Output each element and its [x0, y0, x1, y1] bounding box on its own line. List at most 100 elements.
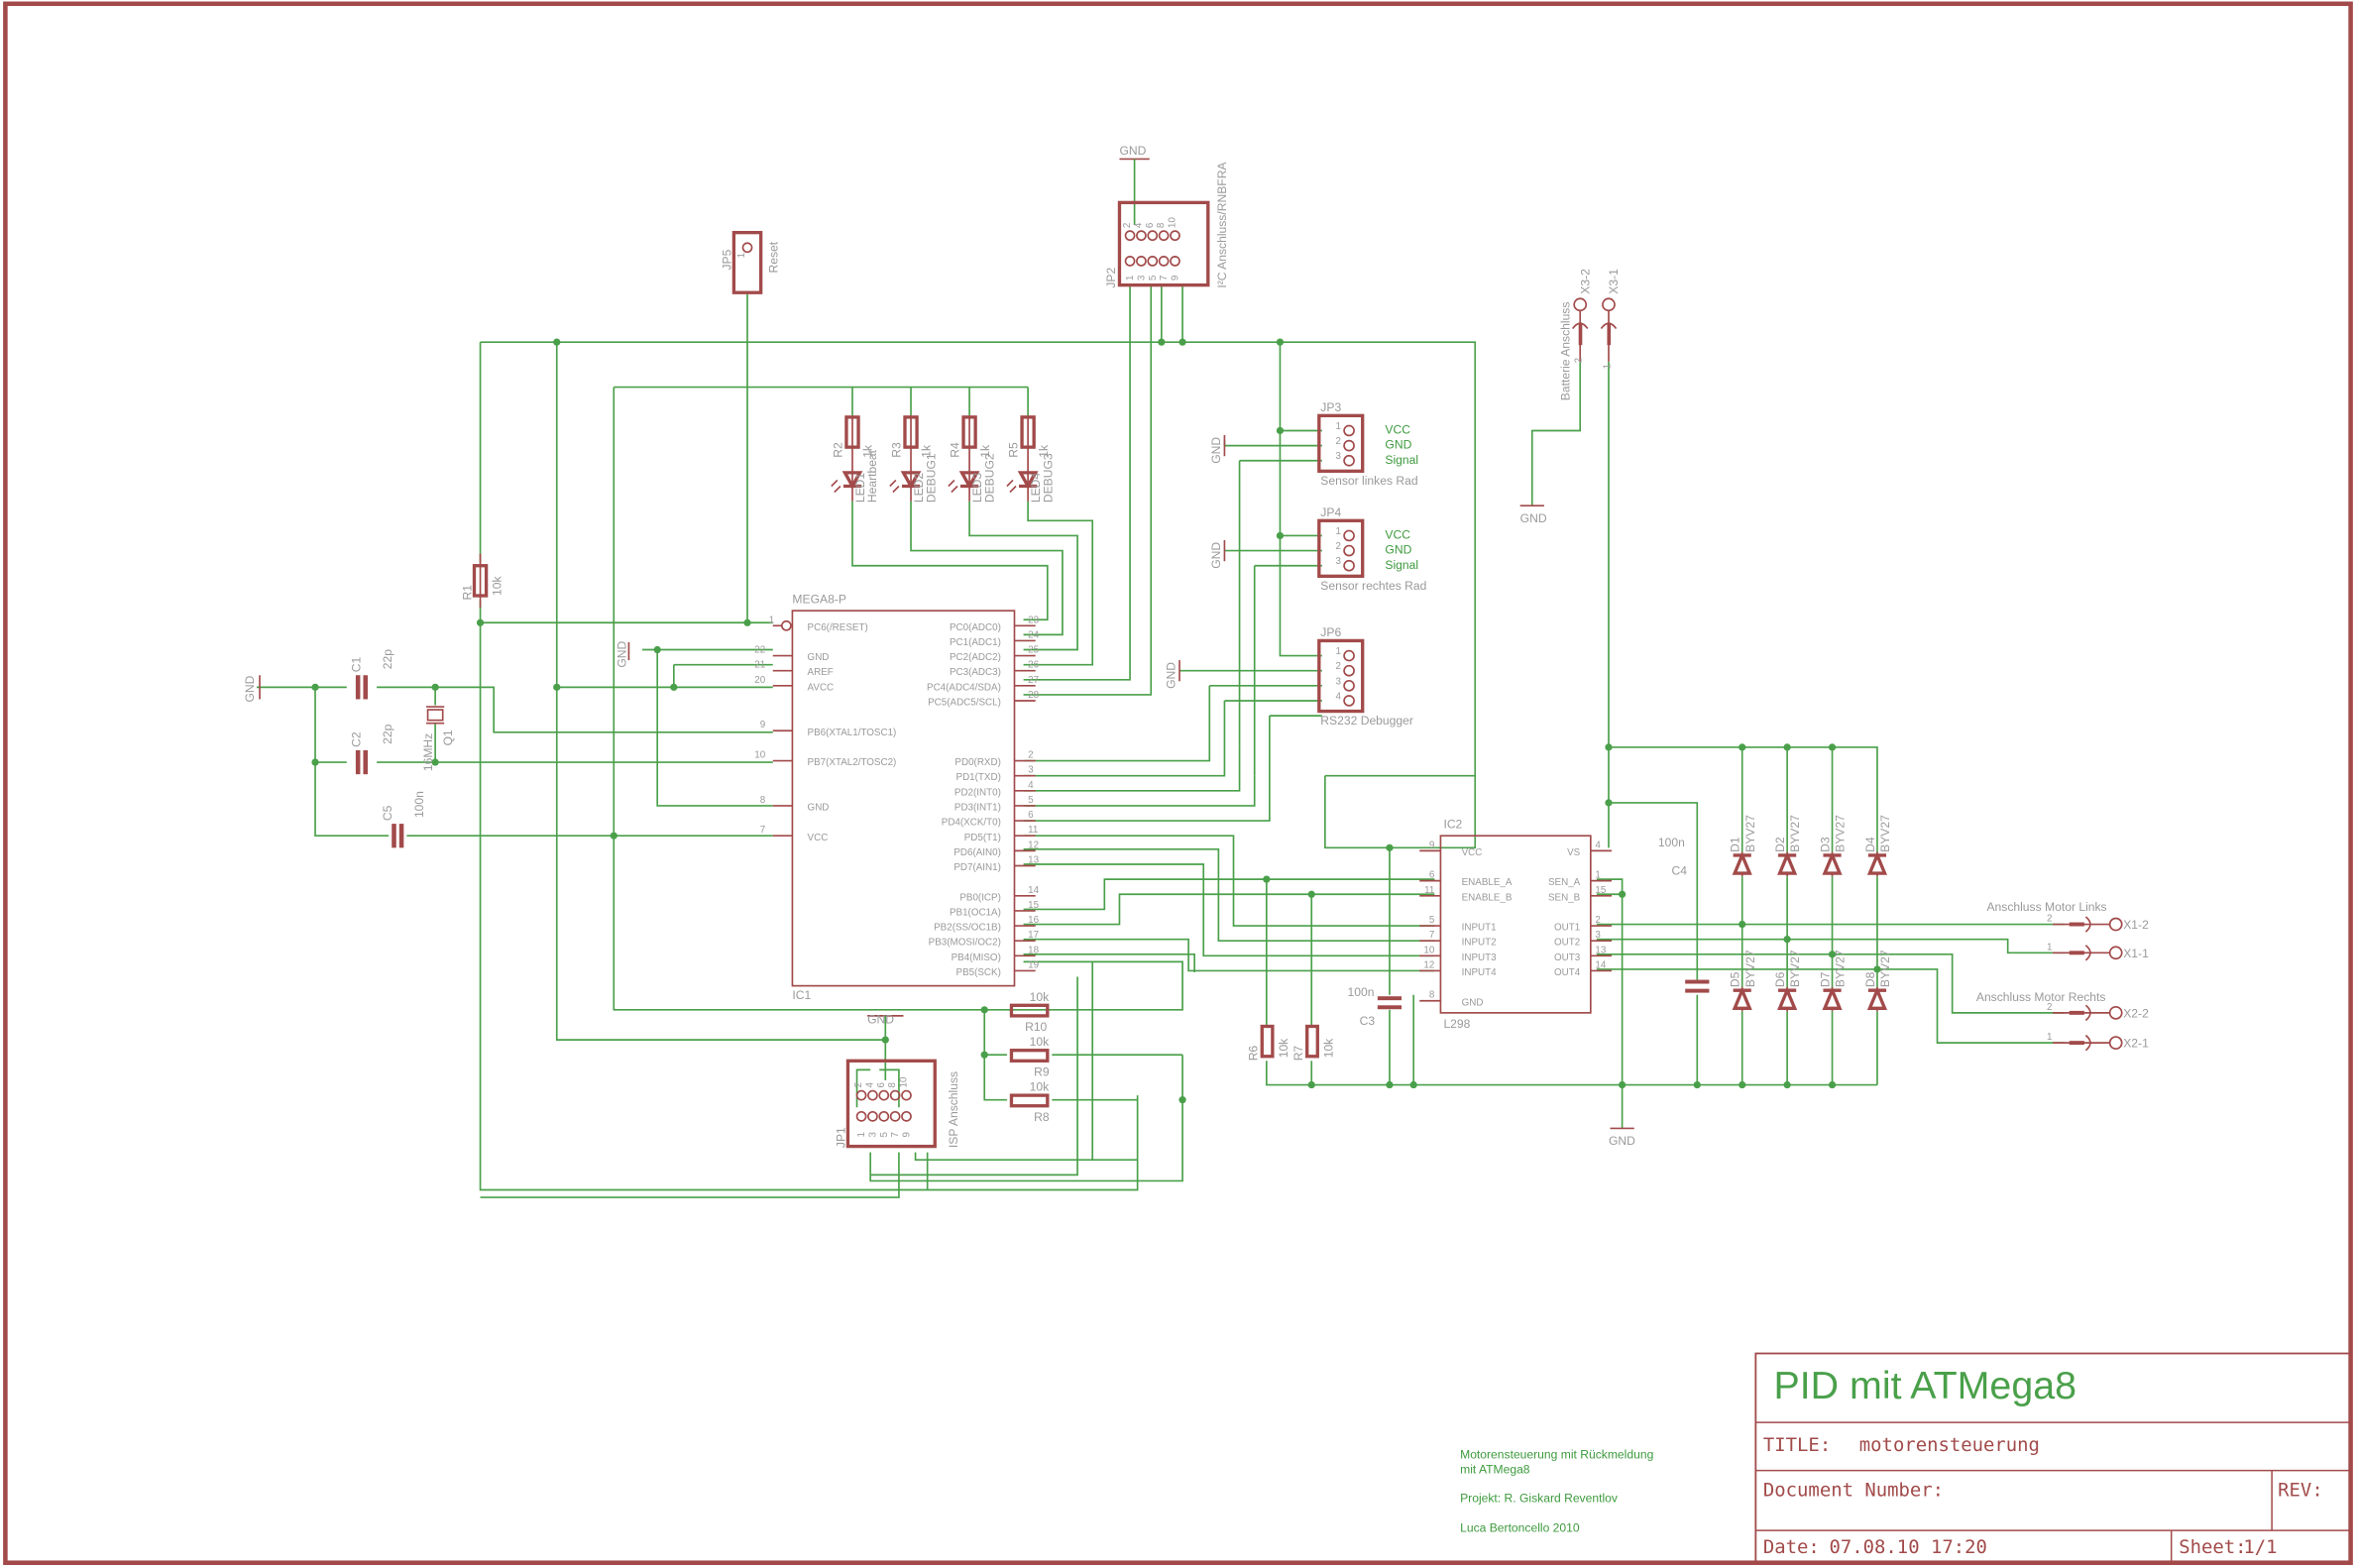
- gnd-symbols-sensors: GND GND GND: [1164, 435, 1226, 689]
- pin-number: 1: [2047, 942, 2052, 952]
- battery-label: Batterie Anschluss: [1559, 302, 1573, 401]
- svg-text:10k: 10k: [1277, 1038, 1290, 1058]
- jp4-name: JP4: [1320, 505, 1341, 519]
- jp4-label: Sensor rechtes Rad: [1320, 579, 1426, 593]
- pad-number: 4: [864, 1082, 875, 1088]
- ic1-pin-name: PD2(INT0): [954, 787, 1001, 798]
- pad-number: 5: [1148, 275, 1159, 280]
- pad-number: 1: [856, 1132, 867, 1137]
- diode-icon: [1822, 985, 1843, 1010]
- svg-text:R7: R7: [1291, 1046, 1305, 1062]
- battery-connector[interactable]: Batterie Anschluss X3-2 X3-1 2 1 GND: [1519, 269, 1621, 525]
- signal-label: GND: [1385, 543, 1411, 557]
- sheet-label: Sheet:: [2179, 1536, 2246, 1558]
- pad: [1343, 559, 1355, 572]
- motor-terminal[interactable]: X2-11: [2047, 1032, 2149, 1052]
- pad-number: 7: [1159, 276, 1170, 280]
- jp5-reset-connector[interactable]: JP5 1 Reset: [720, 230, 780, 294]
- ic1-pin-name: PC3(ADC3): [950, 667, 1001, 678]
- ic1-pin-number: 14: [1028, 885, 1039, 896]
- ic2-pin-number: 5: [1429, 915, 1435, 926]
- motor-terminal[interactable]: X2-22: [2047, 1002, 2149, 1022]
- ic1-pin-name: PD1(TXD): [956, 772, 1001, 783]
- sheet-value: 1/1: [2243, 1536, 2277, 1558]
- pad: [1124, 256, 1136, 267]
- ic2-pin-name: SEN_A: [1548, 877, 1581, 888]
- ic1-pin-number: 23: [1028, 615, 1039, 625]
- svg-text:Heartbeat: Heartbeat: [865, 449, 879, 503]
- pad: [867, 1110, 878, 1122]
- ic2-pin-name: INPUT4: [1462, 967, 1497, 978]
- pad-number: 10: [1167, 217, 1178, 228]
- ic2-pin-name: OUT4: [1554, 967, 1581, 978]
- svg-text:LED4: LED4: [1029, 473, 1043, 504]
- ic1-pin-number: 7: [760, 825, 765, 836]
- svg-text:BYV27: BYV27: [1743, 815, 1757, 852]
- ic1-pin-name: PB6(XTAL1/TOSC1): [808, 728, 897, 738]
- svg-text:1: 1: [1602, 364, 1613, 369]
- pad: [901, 1089, 912, 1101]
- ic2-pin-number: 7: [1429, 930, 1434, 941]
- ic2-pin-name: ENABLE_A: [1462, 877, 1513, 888]
- notes: Motorensteuerung mit Rückmeldung mit ATM…: [1460, 1447, 1653, 1534]
- motor-terminal[interactable]: X1-11: [2047, 942, 2149, 961]
- jp2-name: JP2: [1104, 268, 1118, 288]
- wires: [256, 284, 2066, 1198]
- pad-number: 6: [1145, 222, 1156, 228]
- led-icon: [841, 471, 863, 490]
- ic2-pin-number: 14: [1595, 959, 1606, 970]
- note-line1: Motorensteuerung mit Rückmeldung: [1460, 1447, 1653, 1461]
- ic1-atmega8[interactable]: MEGA8-P IC1 1PC6(/RESET)22GND21AREF20AVC…: [754, 593, 1039, 1003]
- svg-text:GND: GND: [243, 675, 257, 702]
- pad-number: 3: [1136, 275, 1147, 280]
- jp6-label: RS232 Debugger: [1320, 714, 1413, 728]
- svg-text:D3: D3: [1819, 837, 1833, 852]
- title-label: TITLE:: [1763, 1434, 1831, 1456]
- svg-text:R3: R3: [889, 442, 903, 458]
- ic1-pin-number: 25: [1028, 645, 1039, 656]
- ic2-l298[interactable]: IC2 L298 9VCC6ENABLE_A11ENABLE_B5INPUT17…: [1419, 818, 1613, 1031]
- pad-number: 2: [1335, 436, 1340, 447]
- ic1-pin-number: 13: [1028, 854, 1039, 865]
- ic1-pin-number: 5: [1028, 795, 1034, 806]
- title-block: PID mit ATMega8 TITLE: motorensteuerung …: [1754, 1352, 2353, 1563]
- pad: [1170, 230, 1180, 242]
- pad: [1147, 256, 1159, 267]
- svg-text:X3-2: X3-2: [1578, 269, 1592, 294]
- ic1-pin-name: PC2(ADC2): [950, 652, 1001, 663]
- pad-number: 10: [898, 1076, 909, 1087]
- ic2-pin-number: 1: [1595, 870, 1600, 881]
- pad: [1343, 680, 1355, 692]
- pad: [1343, 544, 1355, 557]
- pad-number: 3: [867, 1132, 878, 1138]
- pad: [1124, 230, 1136, 242]
- pad: [878, 1089, 890, 1101]
- junctions: [311, 338, 1881, 1104]
- date-value: 07.08.10 17:20: [1830, 1536, 1987, 1558]
- ic1-pin-number: 8: [760, 795, 766, 806]
- diode-icon: [1777, 985, 1798, 1010]
- light-arrow-icon: [889, 479, 900, 494]
- pad-number: 9: [902, 1132, 913, 1137]
- motor-links-label: Anschluss Motor Links: [1986, 900, 2106, 914]
- ic1-pin-name: AREF: [808, 667, 834, 678]
- ic1-pin-name: PB0(ICP): [959, 892, 1001, 903]
- motor-terminal[interactable]: X1-22: [2047, 914, 2149, 933]
- ic1-pin-name: PC5(ADC5/SCL): [928, 698, 1001, 709]
- svg-text:DEBUG1: DEBUG1: [924, 453, 938, 503]
- ic2-pin-name: SEN_B: [1548, 892, 1581, 903]
- ic2-value: L298: [1443, 1017, 1470, 1031]
- ic2-pin-name: GND: [1462, 997, 1484, 1008]
- signal-label: Signal: [1385, 558, 1418, 572]
- title-value: motorensteuerung: [1859, 1434, 2040, 1456]
